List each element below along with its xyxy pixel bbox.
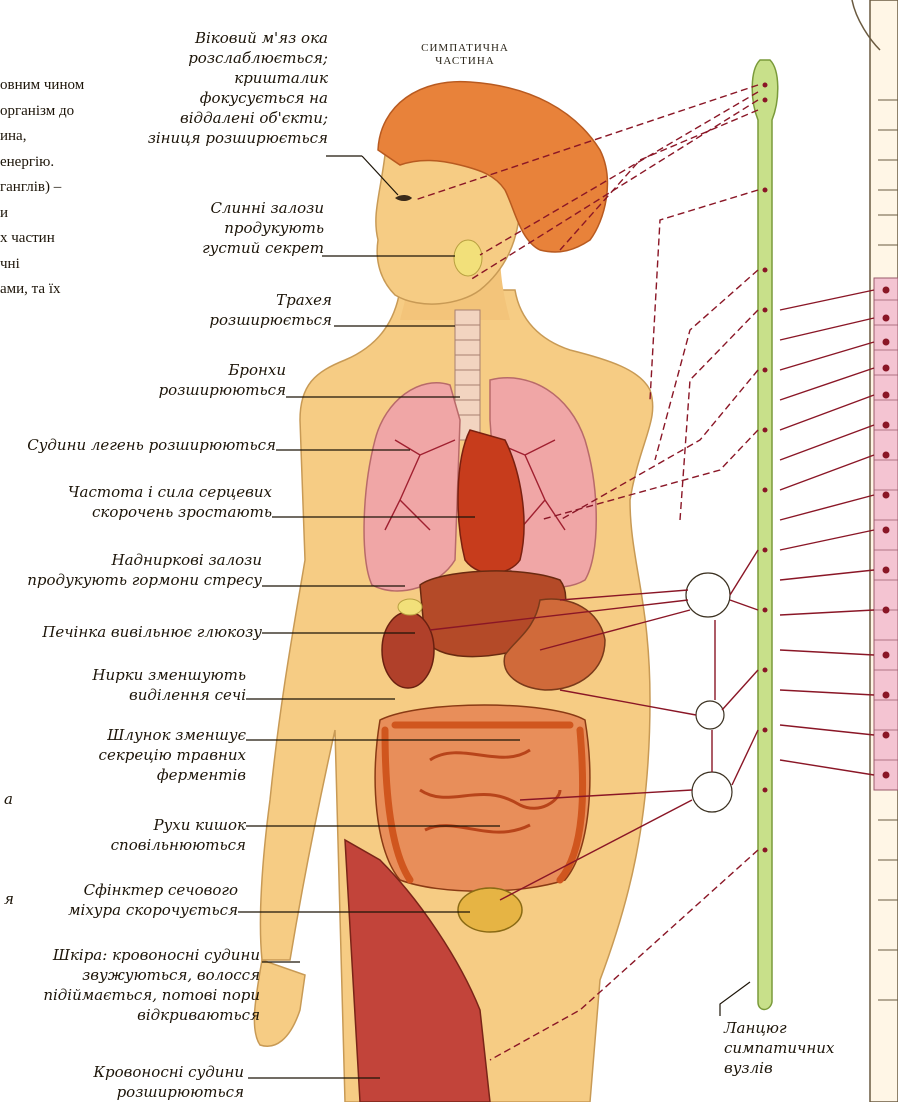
label-bladder: Сфінктер сечового міхура скорочується [68,880,238,920]
label-adrenal-glands: Надниркові залози продукують гормони стр… [27,550,262,590]
thoracic-segment [874,278,898,790]
label-liver: Печінка вивільнює глюкозу [42,622,262,642]
heading-line-2: ЧАСТИНА [410,55,520,68]
intro-line: організм до [0,99,84,125]
label-heart: Частота і сила серцевих скорочень зроста… [68,482,272,522]
intro-line: енергію. [0,150,84,176]
intro-line: ина, [0,124,84,150]
intro-line: и [0,201,84,227]
intro-text-fragment: овним чином організм до ина, енергію. га… [0,73,84,303]
label-eye: Віковий м'яз ока розслаблюється; криштал… [148,28,328,148]
left-fragment-a: а [4,790,13,808]
bladder [458,888,522,932]
intro-line: ами, та їх [0,277,84,303]
left-fragment-h: я [4,890,14,908]
intro-line: чні [0,252,84,278]
label-bronchi: Бронхи розширюються [159,360,286,400]
heading-line-1: СИМПАТИЧНА [410,42,520,55]
label-intestine: Рухи кишок сповільнюються [111,815,246,855]
ganglia [686,573,732,812]
sympathetic-part-heading: СИМПАТИЧНА ЧАСТИНА [410,42,520,68]
sympathetic-chain [752,60,778,1010]
intro-line: х частин [0,226,84,252]
intro-line: ганглiв) – [0,175,84,201]
label-stomach: Шлунок зменшує секрецію травних ферменті… [99,725,246,785]
label-sympathetic-chain: Ланцюг симпатичних вузлів [724,1018,834,1078]
salivary-gland [454,240,482,276]
label-blood-vessels: Кровоносні судини розширюються [93,1062,244,1102]
label-trachea: Трахея розширюється [209,290,332,330]
label-salivary-glands: Слинні залози продукують густий секрет [202,198,324,258]
spinal-column [852,0,898,1102]
spinal-nerve-fibers [780,290,874,775]
kidney [382,612,434,688]
adrenal-gland [398,599,422,615]
label-kidneys: Нирки зменшують виділення сечі [92,665,246,705]
label-lung-vessels: Судини легень розширюються [27,435,276,455]
label-skin: Шкіра: кровоносні судини звужуються, вол… [43,945,260,1025]
intro-line: овним чином [0,73,84,99]
